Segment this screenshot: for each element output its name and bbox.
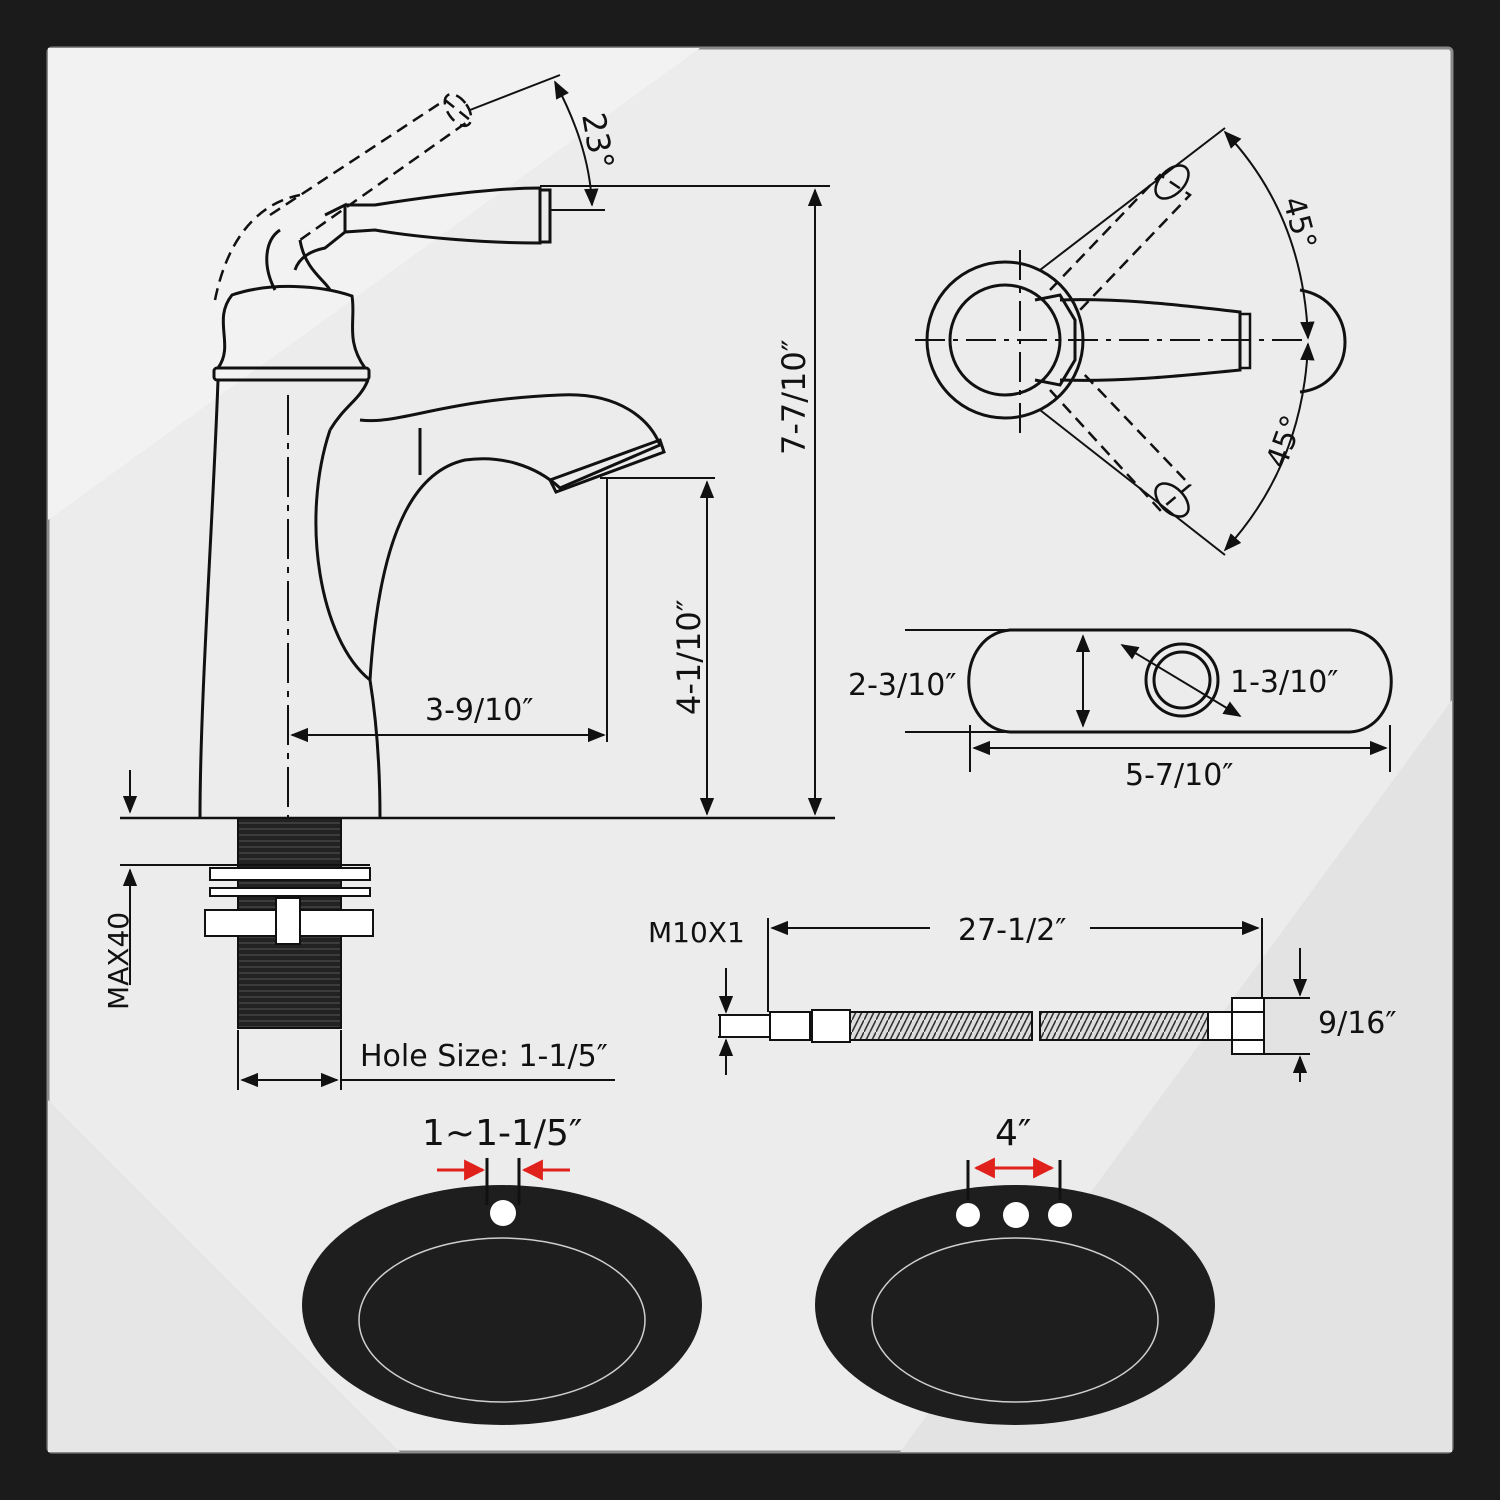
- basin-hole-center: [1003, 1202, 1029, 1228]
- hole-size-label: Hole Size: 1-1/5″: [360, 1039, 608, 1074]
- hose-length-label: 27-1/2″: [958, 913, 1067, 948]
- raised-handle-ghost: [213, 92, 473, 301]
- deck-depth-label: 2-3/10″: [848, 668, 957, 703]
- spout-tip: [547, 438, 666, 494]
- hose-ferrule-right: [1207, 1011, 1233, 1041]
- panel-shade-1: [48, 48, 700, 520]
- basin-hole-right: [1048, 1203, 1072, 1227]
- top-view-handle-left: [1049, 173, 1192, 311]
- panel-shade-3: [48, 1100, 400, 1452]
- deck-width-label: 5-7/10″: [1125, 758, 1234, 793]
- upper-angle-arc: [1223, 130, 1315, 340]
- thread-size-label: M10X1: [648, 916, 745, 949]
- hose-braid-1: [849, 1011, 1033, 1041]
- faucet-cap: [215, 285, 368, 370]
- hose-dimensions: [718, 918, 1310, 1082]
- hose-tip: [719, 1014, 771, 1038]
- basin-hole-left: [956, 1203, 980, 1227]
- top-view-plate-end: [1299, 288, 1347, 394]
- mounting-shank: [120, 817, 374, 1029]
- faucet-ring: [212, 366, 371, 382]
- lower-angle-arc: [1223, 342, 1315, 552]
- hose-ferrule-left: [811, 1009, 851, 1043]
- spout-reach-label: 3-9/10″: [425, 693, 534, 728]
- handle: [265, 186, 552, 291]
- single-hole-range-label: 1~1-1/5″: [422, 1113, 582, 1154]
- hose-braid-2: [1039, 1011, 1209, 1041]
- three-hole-basin: [815, 1157, 1215, 1425]
- tilt-dimension: [469, 74, 830, 211]
- deck-plate: [905, 628, 1393, 772]
- top-view: [915, 127, 1347, 556]
- deck-hole-label: 1-3/10″: [1230, 665, 1339, 700]
- spout-height-label: 4-1/10″: [670, 599, 708, 715]
- max-thickness-label: MAX40: [102, 912, 135, 1010]
- nut-size-label: 9/16″: [1318, 1006, 1397, 1041]
- hose-fitting: [769, 1011, 811, 1041]
- spout: [359, 393, 662, 681]
- single-faucet-hole: [490, 1200, 516, 1226]
- supply-hose: [719, 997, 1265, 1055]
- hole-size-dimension: [237, 1030, 615, 1090]
- three-hole-spacing-label: 4″: [995, 1113, 1031, 1154]
- faucet-body-right: [314, 429, 382, 819]
- top-view-handle-right: [1049, 369, 1192, 512]
- faucet-body: [198, 379, 370, 819]
- spout-height-dimension: [600, 477, 715, 816]
- deck-plate-outline: [967, 628, 1393, 734]
- overall-height-label: 7-7/10″: [775, 339, 813, 455]
- single-hole-basin: [302, 1158, 702, 1425]
- hose-nut: [1231, 997, 1265, 1055]
